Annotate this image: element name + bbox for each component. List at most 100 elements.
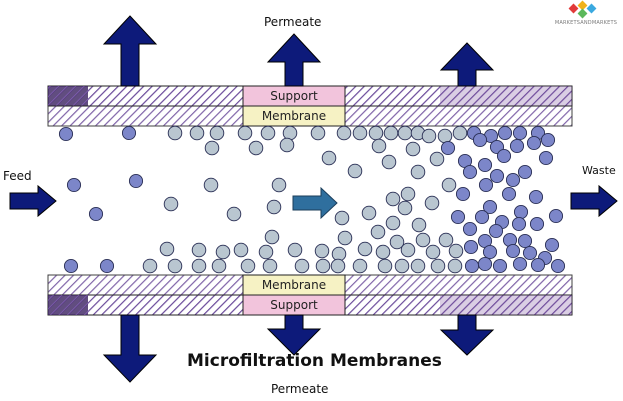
small-particle (159, 241, 175, 257)
small-particle (438, 232, 454, 248)
large-particle (511, 216, 527, 232)
small-particle (430, 258, 446, 274)
small-particle (424, 195, 440, 211)
large-particle (474, 209, 490, 225)
small-particle (282, 125, 298, 141)
small-particle (211, 258, 227, 274)
small-particle (361, 205, 377, 221)
small-particle (248, 140, 264, 156)
large-particle (88, 206, 104, 222)
top-plate (47, 85, 573, 127)
large-particle (463, 239, 479, 255)
permeate-top-label: Permeate (264, 15, 322, 29)
large-particle (548, 208, 564, 224)
large-particle (488, 223, 504, 239)
large-particle (509, 138, 525, 154)
small-particle (191, 242, 207, 258)
large-particle (482, 244, 498, 260)
small-particle (237, 125, 253, 141)
top-support-band-left-shade (48, 86, 88, 106)
permeate-arrows-top (102, 15, 495, 87)
small-particle (400, 242, 416, 258)
flow-direction-arrow-icon (292, 186, 338, 220)
small-particle (415, 232, 431, 248)
large-particle (517, 233, 533, 249)
small-particle (167, 125, 183, 141)
small-particle (381, 154, 397, 170)
small-particle (331, 246, 347, 262)
bottom-support-band-left-shade (48, 295, 88, 315)
large-particle (540, 132, 556, 148)
small-particle (240, 258, 256, 274)
small-particle (421, 128, 437, 144)
large-particle (482, 199, 498, 215)
small-particle (448, 243, 464, 259)
large-particle (492, 258, 508, 274)
large-particle (529, 216, 545, 232)
large-particle (455, 186, 471, 202)
top-membrane-label: Membrane (261, 109, 327, 123)
permeate-bottom-label: Permeate (271, 382, 329, 396)
down-arrow-icon (439, 314, 495, 356)
top-support-band-right-shade (440, 86, 572, 106)
large-particle (58, 126, 74, 142)
small-particle (287, 242, 303, 258)
small-particle (397, 125, 413, 141)
logo-text: MARKETSANDMARKETS (554, 20, 618, 26)
large-particle (496, 148, 512, 164)
small-particle (189, 125, 205, 141)
diagram-title: Microfiltration Membranes (187, 351, 442, 371)
large-particle (472, 132, 488, 148)
feed-label: Feed (3, 169, 32, 183)
small-particle (258, 244, 274, 260)
small-particle (262, 258, 278, 274)
large-particle (66, 177, 82, 193)
large-particle (121, 125, 137, 141)
small-particle (385, 215, 401, 231)
small-particle (321, 150, 337, 166)
large-particle (128, 173, 144, 189)
small-particle (389, 234, 405, 250)
down-arrow-icon (266, 314, 322, 356)
small-particle (260, 125, 276, 141)
small-particle (368, 125, 384, 141)
small-particle (437, 128, 453, 144)
small-particle (294, 258, 310, 274)
large-particle (464, 258, 480, 274)
small-particle (215, 244, 231, 260)
small-particle (204, 140, 220, 156)
large-particle (99, 258, 115, 274)
bottom-support-label: Support (270, 298, 318, 312)
up-arrow-icon (439, 42, 495, 87)
small-particle (271, 177, 287, 193)
small-particle (429, 151, 445, 167)
large-particle (550, 258, 566, 274)
large-particle (538, 150, 554, 166)
up-arrow-icon (102, 15, 158, 87)
small-particle (203, 177, 219, 193)
small-particle (209, 125, 225, 141)
top-membrane-fill (242, 105, 346, 127)
large-particle (526, 135, 542, 151)
permeate-arrows-bottom (102, 314, 495, 383)
small-particle (279, 137, 295, 153)
small-particle (352, 125, 368, 141)
large-particle (477, 256, 493, 272)
large-particle (512, 125, 528, 141)
bottom-plate (47, 274, 573, 316)
small-particle (410, 258, 426, 274)
small-particle (377, 258, 393, 274)
small-particle (191, 258, 207, 274)
small-particle (315, 258, 331, 274)
large-particle (462, 221, 478, 237)
large-particle (530, 257, 546, 273)
small-particle (337, 230, 353, 246)
large-particle (513, 204, 529, 220)
small-particle (352, 258, 368, 274)
feed-arrow-icon (9, 184, 57, 218)
small-particle (310, 125, 326, 141)
large-particle (489, 168, 505, 184)
large-particle (517, 164, 533, 180)
small-particle (394, 258, 410, 274)
